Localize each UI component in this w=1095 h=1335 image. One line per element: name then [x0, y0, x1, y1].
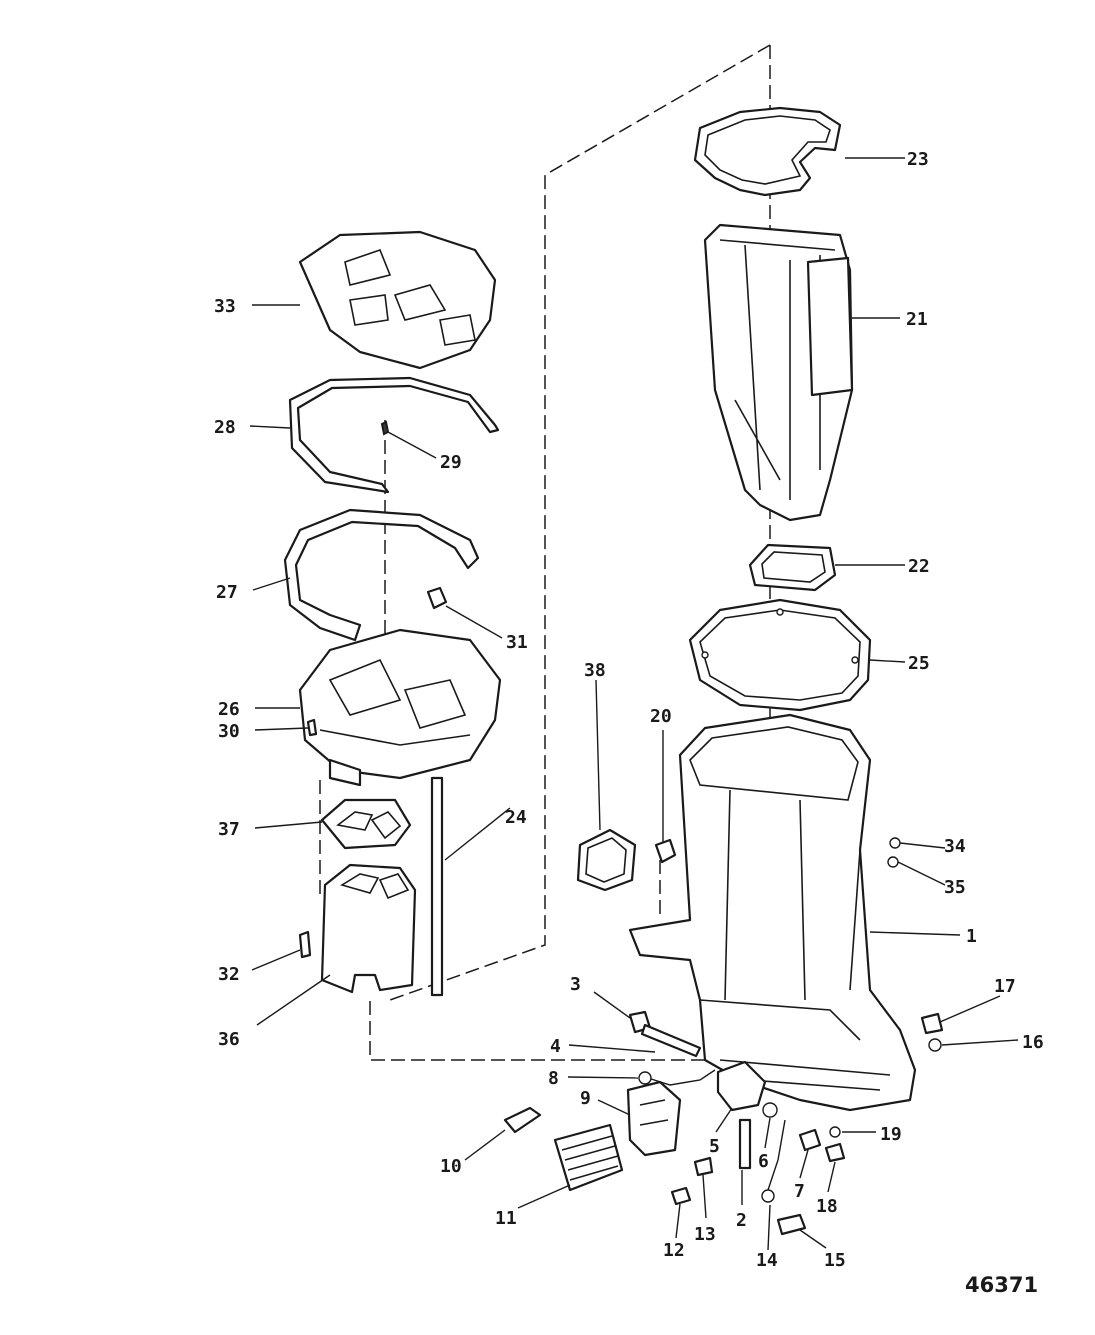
- callout-labels: 1 2 3 4 5 6 7 8 9 10 11 12 13 14 15 16 1…: [214, 149, 1044, 1271]
- part-30-pin: [306, 718, 318, 737]
- part-32-bolt: [298, 930, 312, 959]
- callout-27: 27: [216, 582, 238, 603]
- part-28-seal-ring: [288, 376, 500, 494]
- callout-19: 19: [880, 1124, 902, 1145]
- part-14-ground-strap: [767, 1119, 786, 1191]
- callout-10: 10: [440, 1156, 462, 1177]
- part-15-screw: [776, 1213, 807, 1236]
- callout-18: 18: [816, 1196, 838, 1217]
- callout-3: 3: [570, 974, 581, 995]
- callout-15: 15: [824, 1250, 846, 1271]
- callout-22: 22: [908, 556, 930, 577]
- callout-4: 4: [550, 1036, 561, 1057]
- part-14-ring-terminal: [761, 1189, 775, 1203]
- centerline-left: [319, 420, 386, 900]
- part-33-adapter-gasket: [298, 230, 497, 370]
- part-22-seal: [748, 543, 837, 592]
- part-9-bracket: [626, 1080, 682, 1157]
- part-13-nut: [693, 1156, 714, 1177]
- callout-20: 20: [650, 706, 672, 727]
- callout-32: 32: [218, 964, 240, 985]
- callout-24: 24: [505, 807, 527, 828]
- part-31-plug: [426, 586, 448, 610]
- callout-7: 7: [794, 1181, 805, 1202]
- callout-28: 28: [214, 417, 236, 438]
- callout-26: 26: [218, 699, 240, 720]
- callout-21: 21: [906, 309, 928, 330]
- part-25-housing-gasket: [688, 598, 872, 712]
- part-19-washer: [829, 1126, 841, 1138]
- part-37-gasket: [320, 798, 412, 850]
- callout-2: 2: [736, 1210, 747, 1231]
- callout-29: 29: [440, 452, 462, 473]
- part-36-exhaust-chamber: [320, 863, 417, 994]
- callout-31: 31: [506, 632, 528, 653]
- callout-25: 25: [908, 653, 930, 674]
- part-24-driveshaft: [430, 776, 444, 997]
- part-2-stud: [738, 1118, 752, 1170]
- part-6-washer: [762, 1102, 778, 1118]
- callout-34: 34: [944, 836, 966, 857]
- part-20-grommet: [654, 838, 677, 864]
- callout-leaders: [249, 157, 1019, 1251]
- part-10-bolt: [503, 1106, 542, 1134]
- callout-23: 23: [907, 149, 929, 170]
- figure-number: 46371: [965, 1273, 1038, 1297]
- part-11-grill: [553, 1123, 624, 1192]
- part-16-washer: [928, 1038, 942, 1052]
- callout-14: 14: [756, 1250, 778, 1271]
- part-4-stud: [640, 1023, 702, 1058]
- part-35-nut: [887, 856, 899, 868]
- callout-8: 8: [548, 1068, 559, 1089]
- callout-12: 12: [663, 1240, 685, 1261]
- part-8-ring-terminal: [638, 1071, 652, 1085]
- callout-37: 37: [218, 819, 240, 840]
- part-26-adapter-plate: [298, 628, 502, 787]
- callout-30: 30: [218, 721, 240, 742]
- callout-16: 16: [1022, 1032, 1044, 1053]
- callout-13: 13: [694, 1224, 716, 1245]
- part-1-driveshaft-housing: [628, 713, 917, 1112]
- part-12-screw: [670, 1186, 692, 1206]
- part-5-anode: [716, 1060, 767, 1112]
- part-21-exhaust-tube: [703, 223, 854, 522]
- callout-6: 6: [758, 1151, 769, 1172]
- callout-17: 17: [994, 976, 1016, 997]
- part-27-seal-strip: [283, 508, 480, 642]
- callout-38: 38: [584, 660, 606, 681]
- callout-5: 5: [709, 1136, 720, 1157]
- callout-9: 9: [580, 1088, 591, 1109]
- callout-36: 36: [218, 1029, 240, 1050]
- part-7-nut: [798, 1128, 822, 1152]
- part-17-nut: [920, 1012, 944, 1035]
- part-34-nut: [889, 837, 901, 849]
- part-29-pin: [380, 420, 390, 436]
- callout-11: 11: [495, 1208, 517, 1229]
- callout-35: 35: [944, 877, 966, 898]
- part-38-vent-plate: [576, 828, 637, 892]
- callout-33: 33: [214, 296, 236, 317]
- part-18-clip: [824, 1142, 846, 1163]
- callout-1: 1: [966, 926, 977, 947]
- part-23-top-gasket: [693, 106, 842, 197]
